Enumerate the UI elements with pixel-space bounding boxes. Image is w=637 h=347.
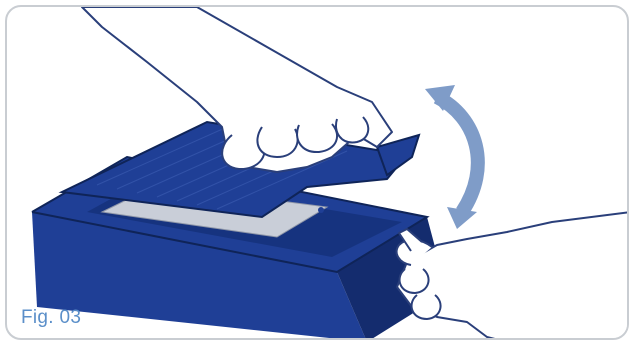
lower-hand	[397, 212, 629, 340]
drive-enclosure-illustration	[7, 7, 629, 340]
rotation-arrow-icon	[425, 85, 478, 229]
figure-label: Fig. 03	[21, 307, 81, 329]
plate-screw	[318, 207, 324, 213]
figure-frame: Fig. 03	[5, 5, 629, 340]
